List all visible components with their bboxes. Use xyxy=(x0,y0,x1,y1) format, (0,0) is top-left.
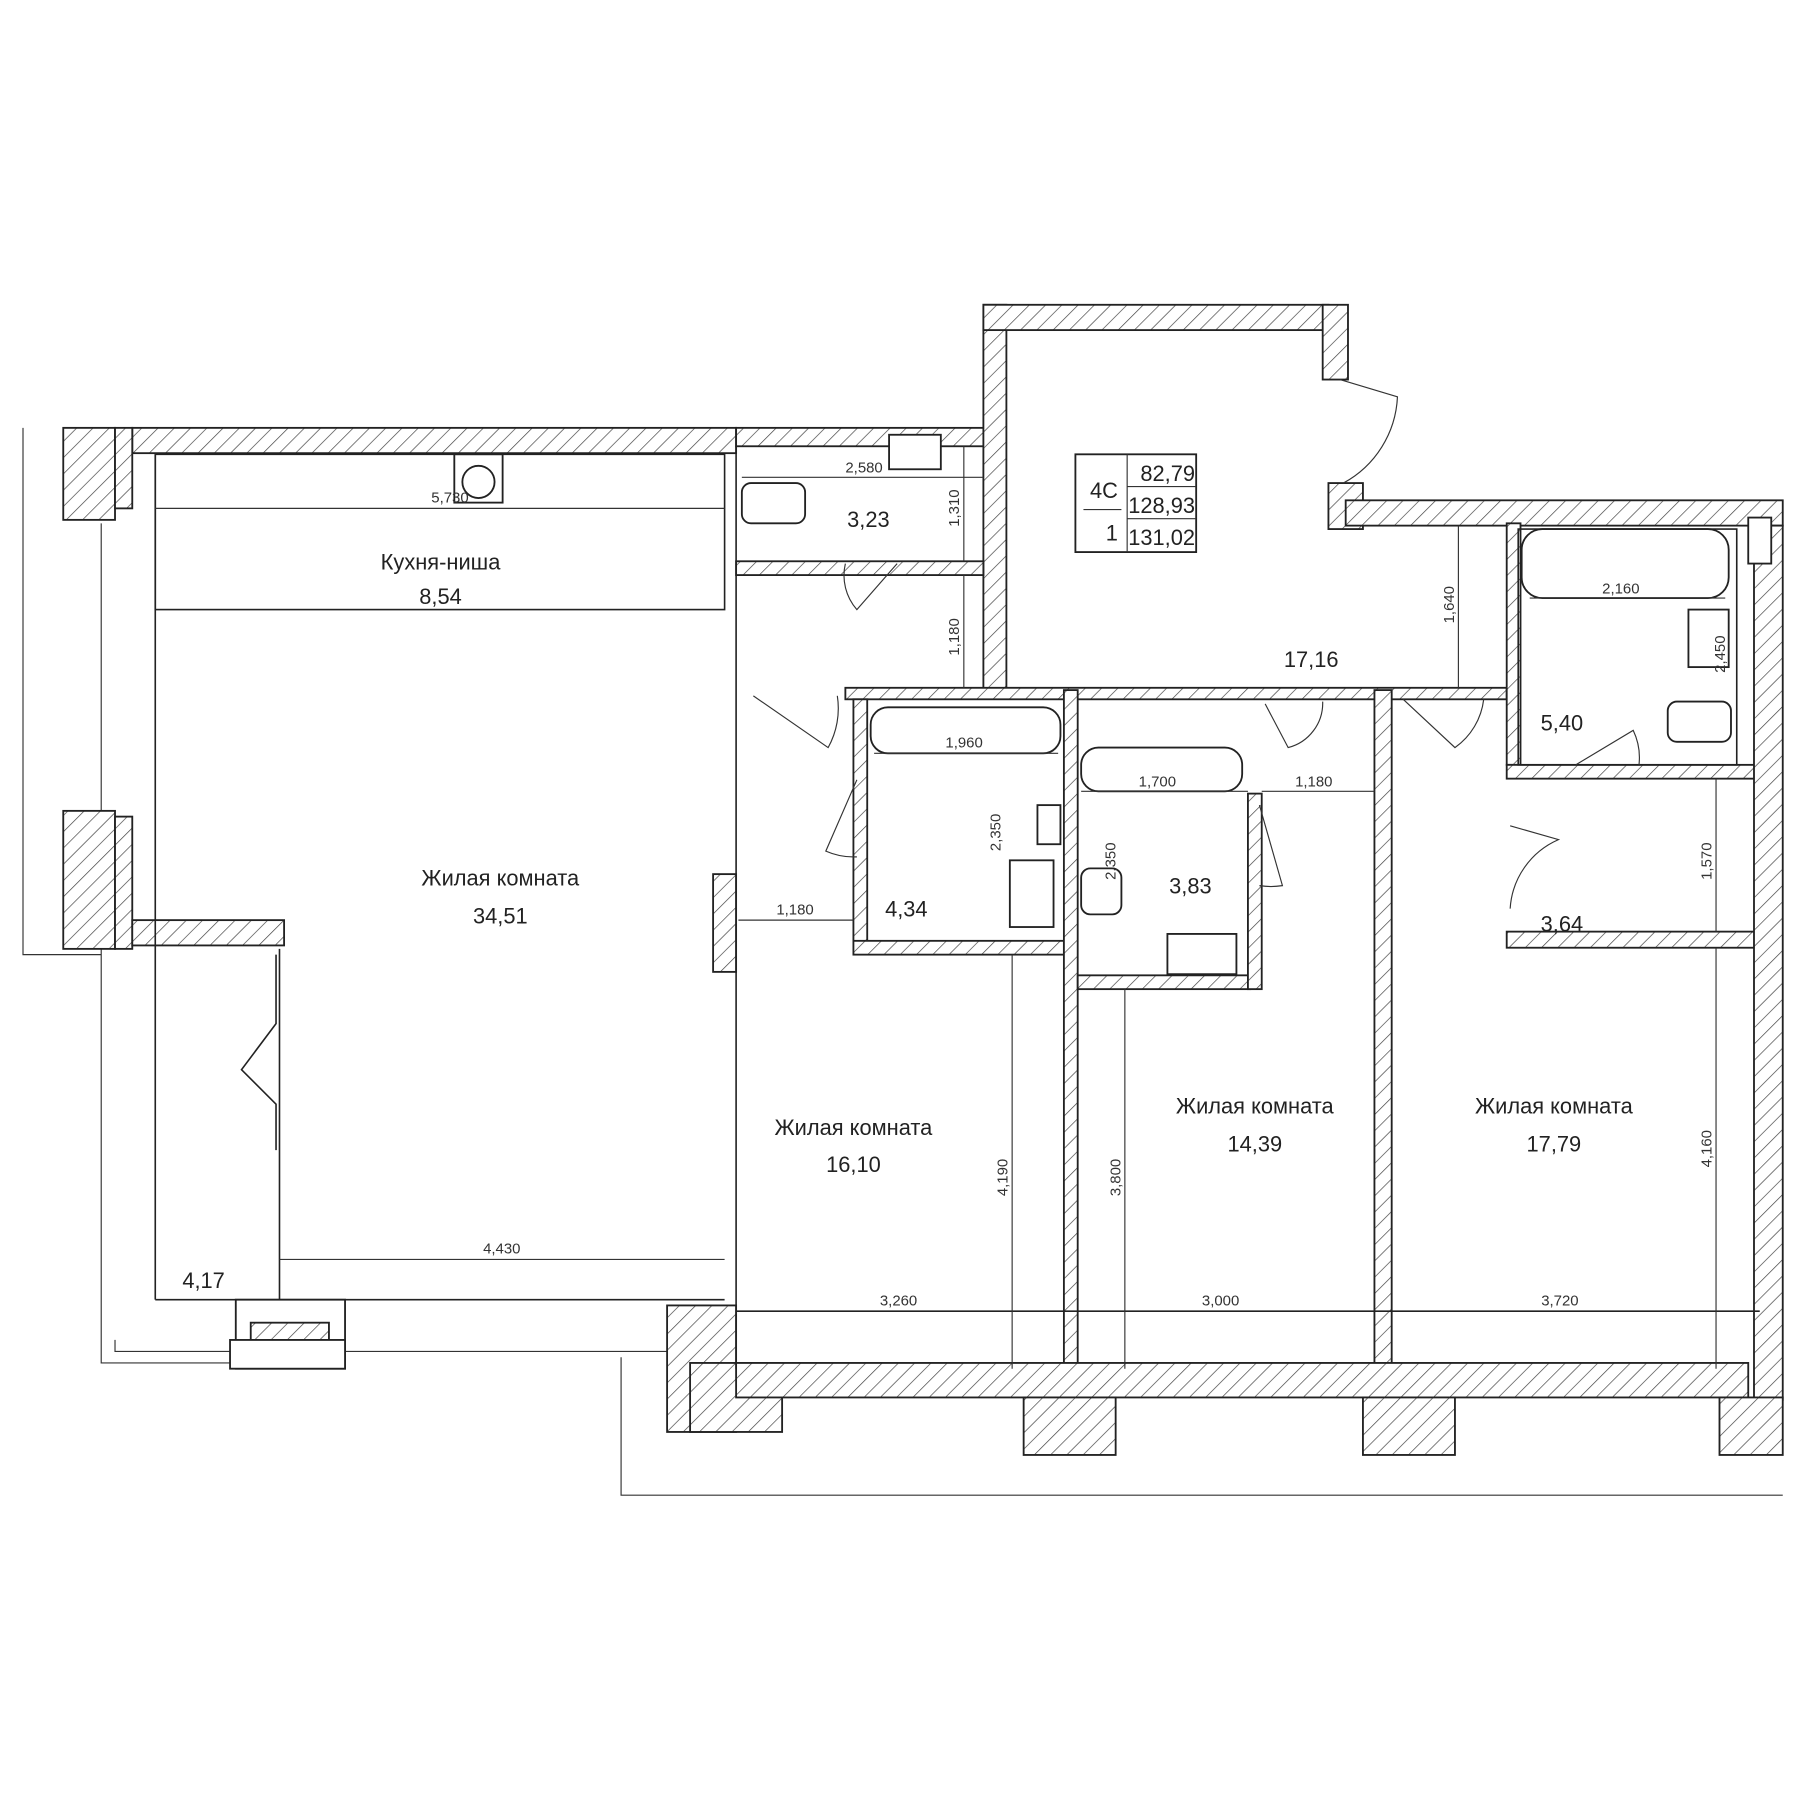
room-area: 16,10 xyxy=(826,1152,881,1177)
total-area-with-balcony: 131,02 xyxy=(1128,525,1195,550)
sink-icon xyxy=(1166,933,1238,976)
room-area: 8,54 xyxy=(419,584,462,609)
toilet-icon xyxy=(1666,700,1732,743)
dimension-label: 3,000 xyxy=(1202,1292,1239,1309)
room-area: 17,16 xyxy=(1284,647,1339,672)
dimension-label: 1,570 xyxy=(1698,842,1715,879)
dimension-label: 3,260 xyxy=(880,1292,917,1309)
room-area: 5,40 xyxy=(1541,710,1584,735)
room-labels: Кухня-ниша 8,54 Жилая комната 34,51 Жила… xyxy=(182,507,1633,1293)
dimension-label: 1,700 xyxy=(1139,774,1176,791)
door-icon xyxy=(825,779,858,858)
room-name: Жилая комната xyxy=(421,866,580,891)
dimension-lines xyxy=(155,446,1726,1369)
door-icon xyxy=(1509,825,1561,909)
interior-lines xyxy=(154,446,1760,1369)
dimension-label: 1,640 xyxy=(1441,586,1458,623)
dimension-label: 4,430 xyxy=(483,1241,520,1258)
room-name: Жилая комната xyxy=(1475,1093,1634,1118)
room-area: 3,64 xyxy=(1541,912,1584,937)
dimension-label: 3,720 xyxy=(1541,1292,1578,1309)
room-name: Кухня-ниша xyxy=(381,549,502,574)
washer-icon xyxy=(1036,804,1062,846)
door-icon xyxy=(753,695,839,749)
room-area: 17,79 xyxy=(1527,1131,1582,1156)
room-area: 3,83 xyxy=(1169,874,1212,899)
dimension-label: 1,960 xyxy=(945,735,982,752)
outline xyxy=(22,427,1783,1496)
apartment-floor: 1 xyxy=(1106,521,1118,546)
room-name: Жилая комната xyxy=(775,1115,934,1140)
living-area: 82,79 xyxy=(1140,461,1195,486)
room-area: 4,34 xyxy=(885,897,928,922)
dimension-label: 2,450 xyxy=(1712,635,1729,672)
walls xyxy=(62,303,1784,1456)
door-icon xyxy=(1264,701,1324,749)
dimension-label: 2,350 xyxy=(988,814,1005,851)
dimension-label: 4,190 xyxy=(995,1159,1012,1196)
dimension-label: 2,160 xyxy=(1602,580,1639,597)
door-icon xyxy=(1339,379,1399,484)
radiator-icon xyxy=(1747,516,1773,565)
room-area: 14,39 xyxy=(1227,1131,1282,1156)
apartment-type: 4С xyxy=(1090,478,1118,503)
toilet-icon xyxy=(740,482,807,525)
door-icon xyxy=(1258,804,1284,888)
folding-door-icon xyxy=(240,954,277,1151)
toilet-icon xyxy=(1080,867,1123,916)
fixtures xyxy=(453,433,1773,976)
door-icon xyxy=(843,563,898,611)
dimension-label: 1,180 xyxy=(946,618,963,655)
sink-icon xyxy=(1008,859,1055,928)
door-icon xyxy=(1402,698,1485,749)
dimension-label: 3,800 xyxy=(1107,1159,1124,1196)
door-icon xyxy=(1575,729,1640,766)
total-area: 128,93 xyxy=(1128,493,1195,518)
apartment-info: 4С 1 82,79 128,93 131,02 xyxy=(1074,453,1198,553)
dimension-label: 1,180 xyxy=(776,901,813,918)
doors xyxy=(240,379,1640,1151)
room-area: 34,51 xyxy=(473,904,528,929)
room-name: Жилая комната xyxy=(1176,1093,1335,1118)
dimension-label: 2,350 xyxy=(1103,842,1120,879)
dimension-label: 1,180 xyxy=(1295,774,1332,791)
dimension-label: 5,730 xyxy=(431,490,468,507)
dimension-label: 4,160 xyxy=(1698,1130,1715,1167)
room-area: 3,23 xyxy=(847,507,890,532)
dimension-label: 2,580 xyxy=(845,460,882,477)
room-area: 4,17 xyxy=(182,1268,225,1293)
dimension-label: 1,310 xyxy=(946,489,963,526)
sink-icon xyxy=(1687,608,1730,669)
sink-icon xyxy=(888,433,942,471)
dimension-labels: 5,730 2,580 1,310 1,180 1,640 1,960 2,35… xyxy=(431,460,1729,1310)
